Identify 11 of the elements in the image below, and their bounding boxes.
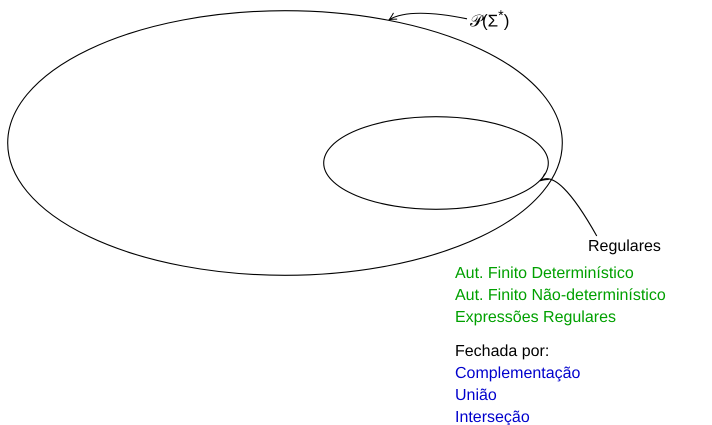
set-label: 𝒫(Σ$^{*}$) xyxy=(470,6,510,32)
list-text: União xyxy=(455,386,497,406)
leader-line xyxy=(540,174,598,236)
heading-text: Fechada por: xyxy=(455,342,550,362)
list-text: Aut. Finito Não-determinístico xyxy=(455,286,666,306)
list-text: Complementação xyxy=(455,364,580,384)
list-text: Aut. Finito Determinístico xyxy=(455,264,634,284)
leader-line xyxy=(388,12,468,20)
set-label: Regulares xyxy=(588,237,661,257)
list-text: Expressões Regulares xyxy=(455,308,616,328)
inner-set-ellipse xyxy=(323,116,549,210)
